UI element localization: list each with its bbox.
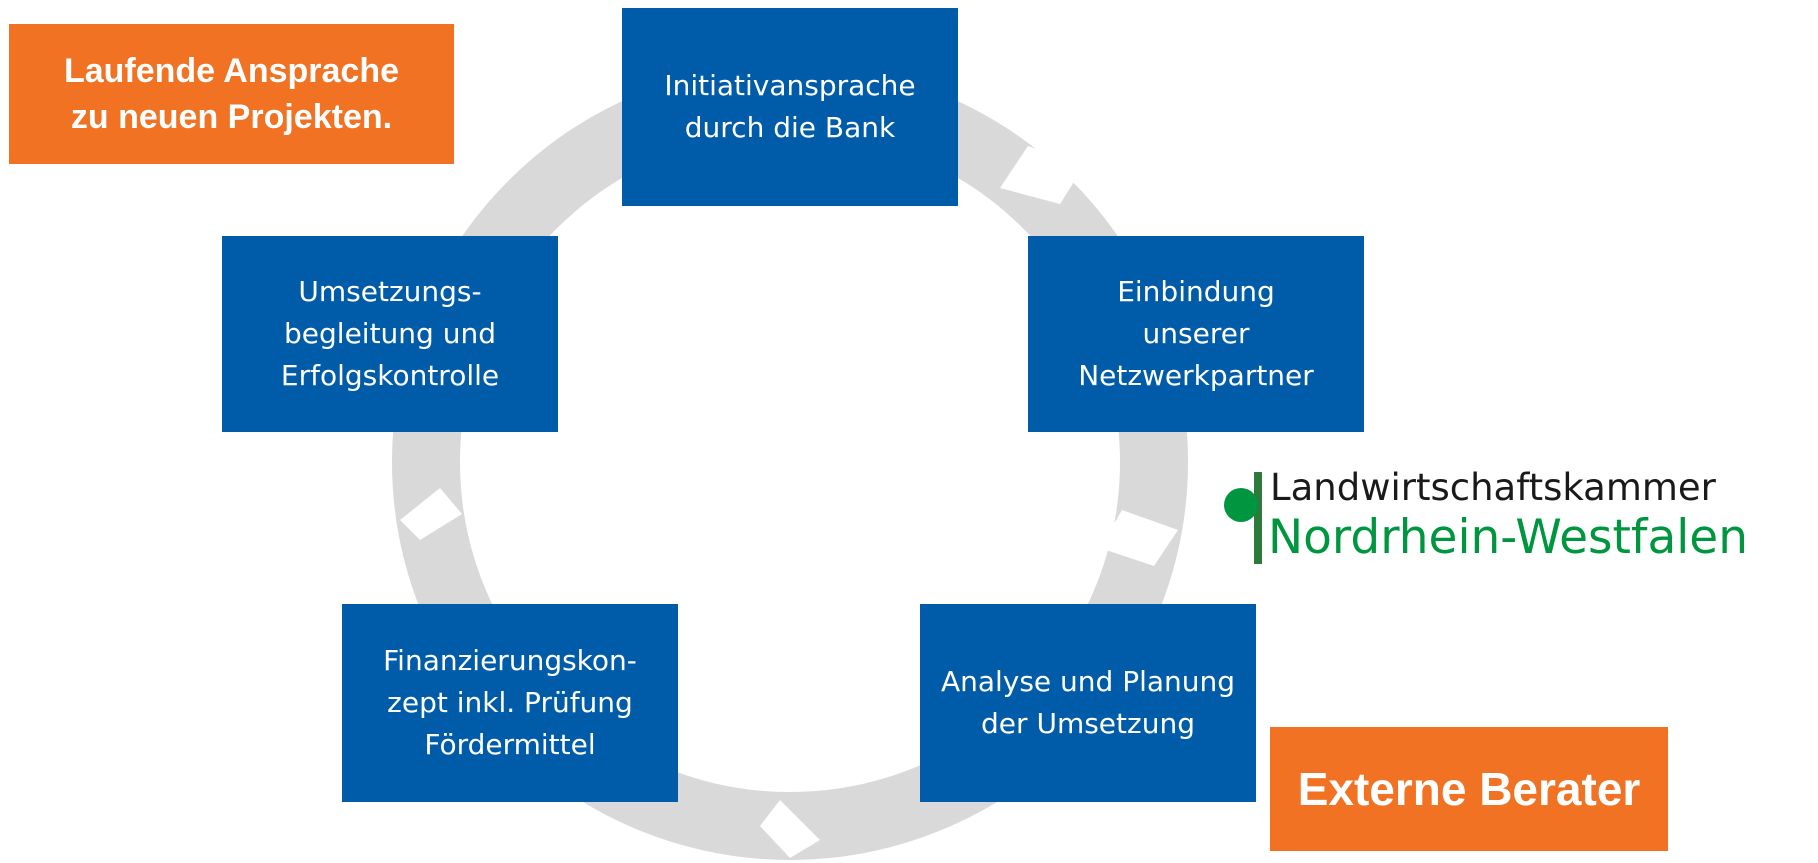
step-analyse-planung: Analyse und Planung der Umsetzung [920, 604, 1256, 802]
logo-line-2: Nordrhein-Westfalen [1268, 510, 1749, 565]
arrow-notch-bottom [760, 800, 820, 858]
callout-laufende-ansprache: Laufende Ansprache zu neuen Projekten. [9, 24, 454, 164]
arrow-notch-top-right [1000, 146, 1084, 204]
arrow-notch-left [400, 488, 462, 540]
landwirtschaftskammer-logo: Landwirtschaftskammer Nordrhein-Westfale… [1222, 466, 1812, 566]
arrow-notch-right [1100, 510, 1178, 566]
step-umsetzungsbegleitung: Umsetzungs- begleitung und Erfolgskontro… [222, 236, 558, 432]
step-finanzierungskonzept: Finanzierungskon- zept inkl. Prüfung För… [342, 604, 678, 802]
step-initiativansprache: Initiativansprache durch die Bank [622, 8, 958, 206]
callout-externe-berater: Externe Berater [1270, 727, 1668, 851]
cycle-arrow-heads [400, 146, 1178, 858]
step-netzwerkpartner: Einbindung unserer Netzwerkpartner [1028, 236, 1364, 432]
logo-dot-icon [1224, 488, 1258, 522]
logo-bar-icon [1254, 472, 1262, 564]
logo-line-1: Landwirtschaftskammer [1270, 466, 1716, 509]
